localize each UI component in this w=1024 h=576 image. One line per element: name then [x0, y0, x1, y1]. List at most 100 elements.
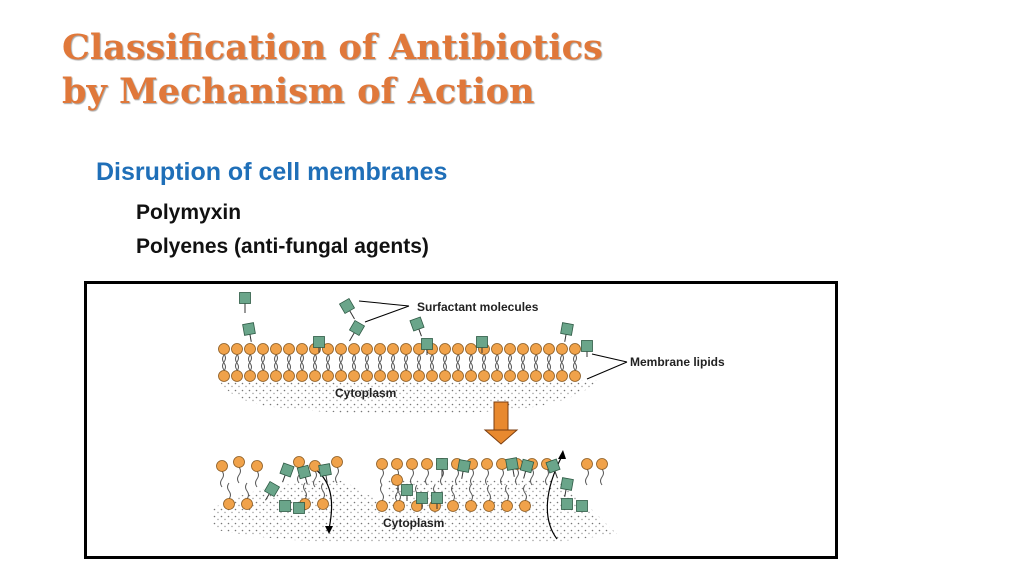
lipid-tail [456, 353, 460, 371]
surfactant-head [242, 322, 256, 336]
lipid-head [223, 498, 235, 510]
lipid-head [400, 370, 412, 382]
surfactant-head [560, 322, 574, 336]
lipid-tail [470, 468, 474, 486]
surfactant-head [348, 319, 366, 337]
label-cytoplasm-bottom: Cytoplasm [383, 516, 444, 530]
lipid-leader-1 [591, 353, 628, 363]
lipid-molecule [257, 343, 269, 371]
lipid-tail [547, 354, 551, 372]
lipid-tail [455, 468, 459, 486]
surfactant-head [457, 459, 471, 473]
lipid-tail [261, 354, 265, 372]
lipid-head [447, 500, 459, 512]
surfactant-head [401, 484, 413, 496]
lipid-tail [515, 468, 519, 486]
lipid-tail [365, 353, 369, 371]
surfactant-molecule [263, 480, 281, 501]
lipid-tail [508, 354, 512, 372]
lipid-head [517, 343, 529, 355]
surfactant-head [581, 340, 593, 352]
lipid-molecule [496, 458, 508, 486]
lipid-molecule [331, 456, 343, 484]
lipid-molecule [348, 343, 360, 371]
lipid-head [374, 370, 386, 382]
lipid-molecule [322, 343, 334, 371]
label-cytoplasm-top: Cytoplasm [335, 386, 396, 400]
inflow-arrowhead [325, 526, 333, 534]
lipid-tail [456, 354, 460, 372]
surfactant-head [476, 336, 488, 348]
lipid-molecule [447, 484, 459, 512]
lipid-tail [469, 354, 473, 372]
top-membrane-bilayer [218, 343, 581, 382]
lipid-head [322, 370, 334, 382]
lipid-tail [430, 354, 434, 372]
surfactant-head [416, 492, 428, 504]
lipid-molecule [296, 354, 308, 382]
surfactant-head [421, 338, 433, 350]
lipid-head [556, 343, 568, 355]
surfactant-molecule [545, 458, 561, 479]
lipid-tail [573, 354, 577, 372]
surfactant-head [293, 502, 305, 514]
lipid-tail [500, 468, 504, 486]
lipid-molecule [376, 458, 388, 486]
lipid-tail [380, 468, 384, 486]
lipid-tail [287, 354, 291, 372]
lipid-molecule [251, 460, 263, 488]
lipid-head [218, 343, 230, 355]
surfactant-tail [349, 332, 355, 342]
lipid-molecule [270, 354, 282, 382]
lipid-tail [560, 353, 564, 371]
surfactant-molecule [505, 457, 519, 477]
surfactant-tail [265, 493, 270, 501]
lipid-tail [274, 353, 278, 371]
lipid-head [543, 343, 555, 355]
lipid-tail [545, 468, 549, 486]
lipid-head [543, 370, 555, 382]
lipid-molecule [596, 458, 608, 486]
lipid-tail [255, 470, 259, 488]
lipid-molecule [413, 354, 425, 382]
surfactant-head [436, 458, 448, 470]
lipid-head [216, 460, 228, 472]
lipid-tail [395, 484, 399, 502]
lipid-head [231, 343, 243, 355]
lipid-head [251, 460, 263, 472]
section-heading: Disruption of cell membranes [96, 158, 448, 186]
lipid-tail [521, 354, 525, 372]
surfactant-head [279, 500, 291, 512]
lipid-tail [391, 354, 395, 372]
lipid-tail [261, 353, 265, 371]
lipid-tail [235, 354, 239, 372]
lipid-molecule [231, 354, 243, 382]
surfactant-tail [249, 333, 252, 342]
slide-title-line-1: Classification of Antibiotics [62, 27, 603, 68]
lipid-molecule [406, 458, 418, 486]
lipid-tail [487, 484, 491, 502]
lipid-leader-2 [586, 361, 628, 380]
surfactant-molecule [476, 336, 488, 353]
surfactant-molecule [279, 500, 291, 512]
surfactant-molecule [436, 458, 448, 477]
lipid-tail [352, 353, 356, 371]
lipid-head [483, 500, 495, 512]
surfactant-leader-1 [358, 300, 410, 307]
lipid-tail [274, 354, 278, 372]
lipid-head [406, 458, 418, 470]
lipid-molecule [426, 354, 438, 382]
surfactant-molecule [416, 492, 428, 509]
lipid-head [426, 370, 438, 382]
surfactant-head [560, 477, 574, 491]
lipid-molecule [241, 482, 253, 510]
lipid-head [439, 370, 451, 382]
lipid-tail [235, 353, 239, 371]
surfactant-molecule [296, 464, 312, 485]
lipid-tail [300, 353, 304, 371]
lipid-tail [378, 354, 382, 372]
surfactant-head [576, 500, 588, 512]
surfactant-tail [564, 333, 567, 342]
lipid-tail [417, 354, 421, 372]
lipid-molecule [216, 460, 228, 488]
